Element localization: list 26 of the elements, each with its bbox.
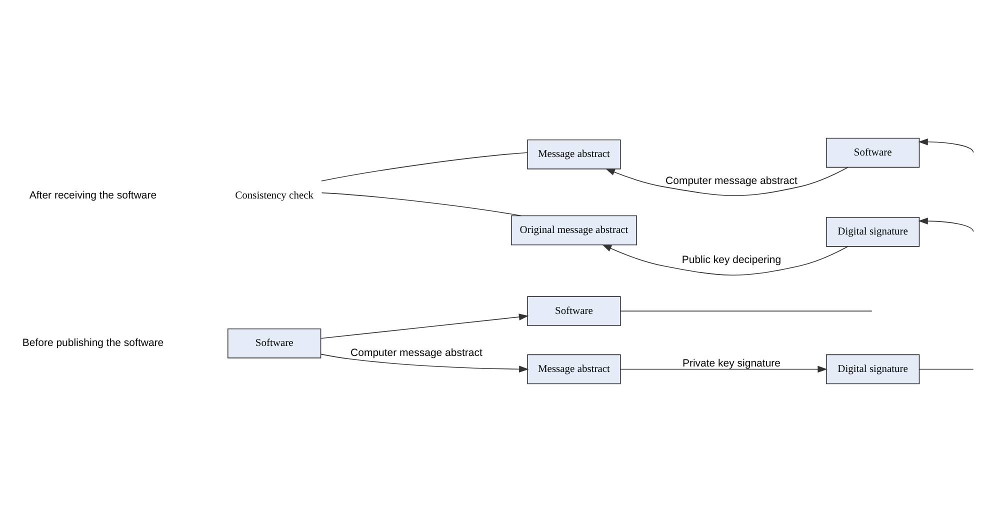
arrow: [320, 354, 529, 373]
node-text: Consistency check: [235, 190, 314, 202]
connector: [919, 368, 974, 370]
edge-label: Public key decipering: [682, 254, 782, 266]
node-box: Software: [826, 138, 920, 168]
node-box: Message abstract: [527, 354, 621, 384]
label: After receiving the software: [29, 189, 157, 202]
node-box: Software: [227, 328, 322, 358]
arrow: [605, 166, 848, 196]
node-box: Digital signature: [826, 354, 920, 384]
edge-label: Computer message abstract: [666, 174, 798, 187]
node-box: Digital signature: [826, 216, 920, 247]
connector: [320, 152, 528, 182]
arrow: [320, 314, 529, 339]
arrow: [602, 244, 848, 276]
node-box: Original message abstract: [510, 215, 637, 246]
arrow: [918, 218, 974, 232]
connector: [620, 310, 872, 312]
node-box: Message abstract: [527, 139, 621, 170]
label: Before publishing the software: [22, 337, 164, 350]
node-box: Software: [527, 296, 621, 326]
edge-label: Computer message abstract: [350, 346, 482, 359]
edge-label: Private key signature: [682, 357, 781, 370]
connector: [321, 192, 522, 216]
arrow: [918, 138, 974, 153]
arrow: [620, 366, 828, 373]
